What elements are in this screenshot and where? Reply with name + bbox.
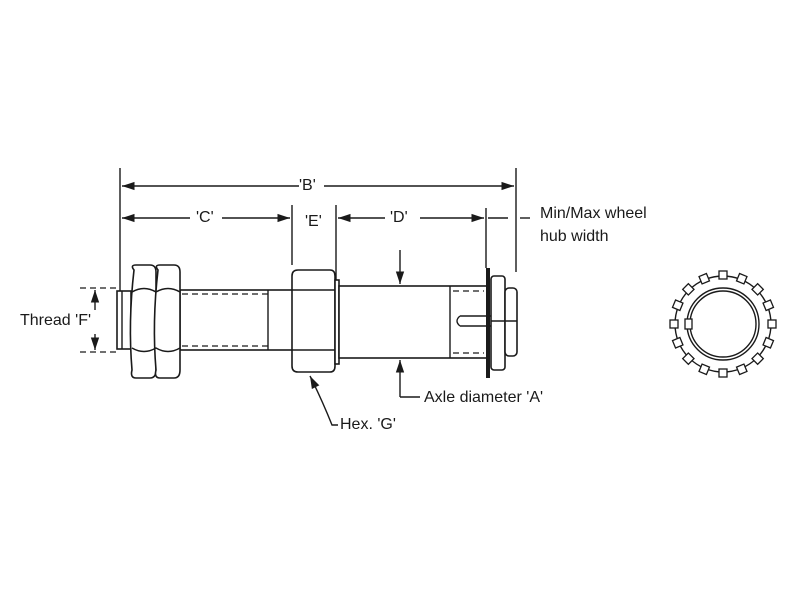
thread-f-label: Thread 'F'	[20, 312, 92, 330]
hex-g-label: Hex. 'G'	[340, 416, 396, 434]
dimension-b-label: 'B'	[299, 177, 316, 195]
dimension-e-label: 'E'	[305, 213, 322, 231]
dimension-c-label: 'C'	[196, 209, 214, 227]
dimension-d-label: 'D'	[390, 209, 408, 227]
washer-tooth	[681, 352, 695, 366]
washer-tooth	[751, 352, 765, 366]
washer-tooth	[698, 272, 711, 285]
hub-width-label-line2: hub width	[540, 228, 609, 246]
washer-tooth	[735, 363, 748, 376]
inner-tab	[684, 318, 693, 330]
leaders	[309, 250, 420, 426]
lock-nuts	[129, 264, 181, 379]
dimension-lines	[80, 168, 530, 353]
washer-tooth	[718, 368, 728, 378]
hub-end-cap	[486, 268, 518, 378]
washer-tooth	[671, 336, 684, 349]
washer-tooth	[671, 299, 684, 312]
axle-shaft	[338, 285, 510, 359]
hex-g-nut	[291, 269, 340, 373]
locking-washer-end-view	[669, 270, 777, 378]
washer-tooth	[751, 282, 765, 296]
washer-tooth	[698, 363, 711, 376]
washer-tooth	[762, 336, 775, 349]
washer-tooth	[718, 270, 728, 280]
washer-tooth	[681, 282, 695, 296]
washer-tooth	[735, 272, 748, 285]
axle-diameter-label: Axle diameter 'A'	[424, 389, 544, 407]
hub-width-label-line1: Min/Max wheel	[540, 205, 647, 223]
washer-tooth	[762, 299, 775, 312]
washer-tooth	[669, 319, 679, 329]
washer-tooth	[767, 319, 777, 329]
